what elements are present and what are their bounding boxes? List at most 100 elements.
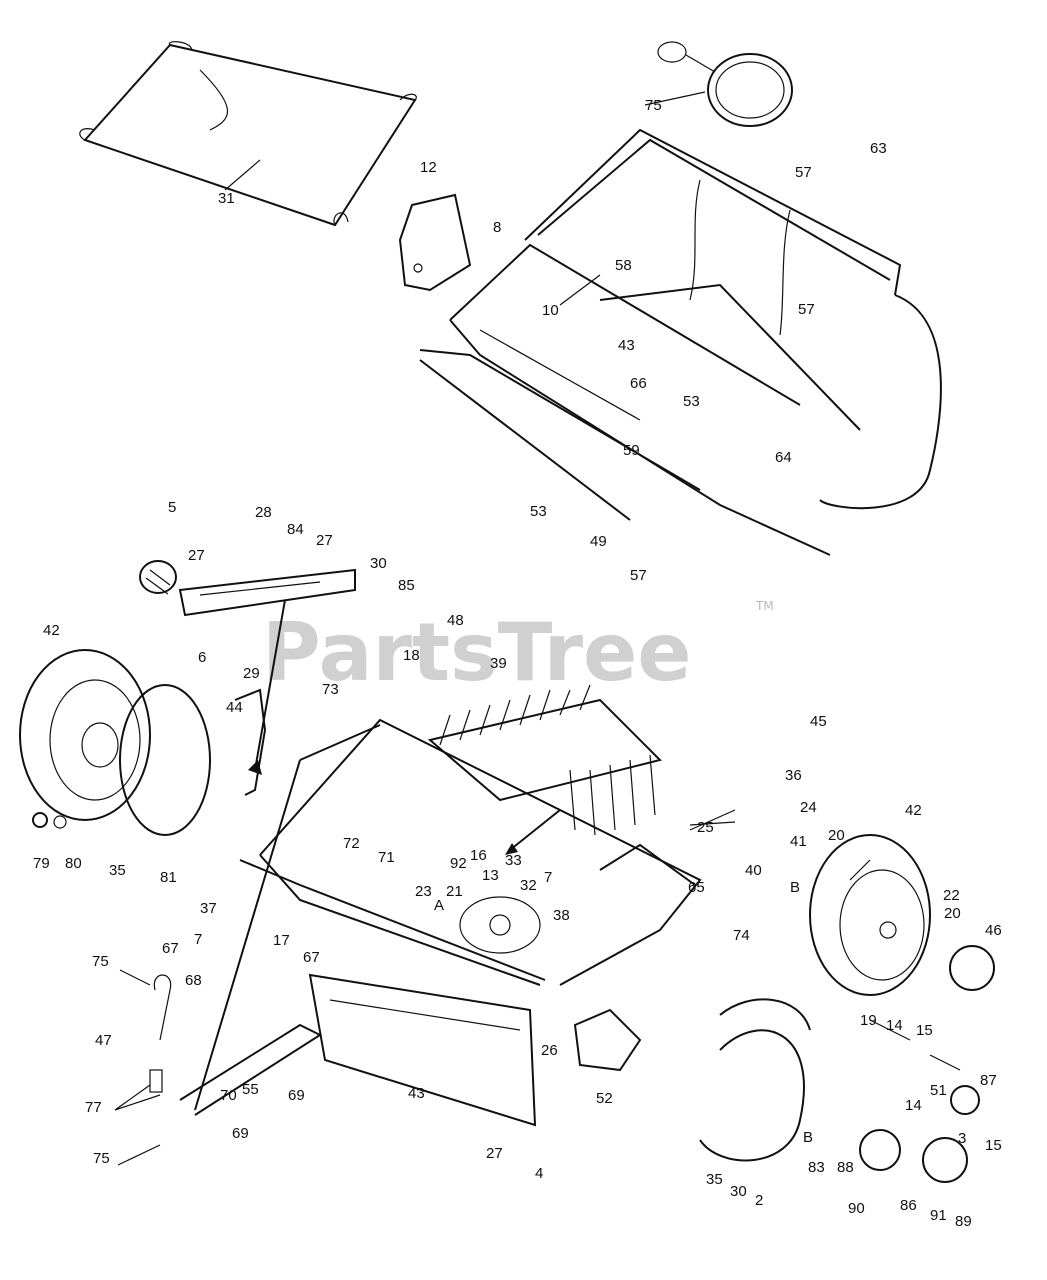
part-label: 83 <box>808 1159 825 1176</box>
part-label: 46 <box>985 922 1002 939</box>
part-label: 75 <box>92 953 109 970</box>
part-label: 43 <box>408 1085 425 1102</box>
part-label: 24 <box>800 799 817 816</box>
part-label: 59 <box>623 442 640 459</box>
part-label: 3 <box>958 1130 966 1147</box>
part-label: 64 <box>775 449 792 466</box>
part-label: 57 <box>795 164 812 181</box>
part-label: 28 <box>255 504 272 521</box>
part-label: 15 <box>985 1137 1002 1154</box>
part-label: 33 <box>505 852 522 869</box>
part-label: 20 <box>944 905 961 922</box>
part-label: 31 <box>218 190 235 207</box>
part-label: 90 <box>848 1200 865 1217</box>
part-label: 91 <box>930 1207 947 1224</box>
part-label: 65 <box>688 879 705 896</box>
part-label: 29 <box>243 665 260 682</box>
part-label: 80 <box>65 855 82 872</box>
watermark-text: PartsTree <box>262 606 692 699</box>
part-label: 5 <box>168 499 176 516</box>
part-label: 10 <box>542 302 559 319</box>
part-label: 42 <box>43 622 60 639</box>
part-label: 22 <box>943 887 960 904</box>
part-label: 27 <box>316 532 333 549</box>
part-label: 40 <box>745 862 762 879</box>
part-label: 35 <box>109 862 126 879</box>
part-label: 48 <box>447 612 464 629</box>
part-label: 73 <box>322 681 339 698</box>
part-label: 41 <box>790 833 807 850</box>
part-label: 18 <box>403 647 420 664</box>
part-label: 44 <box>226 699 243 716</box>
part-label: 49 <box>590 533 607 550</box>
part-label: 71 <box>378 849 395 866</box>
sweeper-housing <box>239 718 702 1127</box>
part-label: 35 <box>706 1171 723 1188</box>
part-label: 14 <box>905 1097 922 1114</box>
part-label: 42 <box>905 802 922 819</box>
bag-cover-part <box>79 41 417 227</box>
part-label: 86 <box>900 1197 917 1214</box>
part-label: 30 <box>730 1183 747 1200</box>
part-label: 67 <box>303 949 320 966</box>
part-label: 45 <box>810 713 827 730</box>
part-label: 52 <box>596 1090 613 1107</box>
brush-assembly <box>427 684 662 855</box>
part-label: 57 <box>630 567 647 584</box>
part-label: 4 <box>535 1165 543 1182</box>
part-label: 69 <box>288 1087 305 1104</box>
part-label: 68 <box>185 972 202 989</box>
gear-housing <box>573 998 980 1183</box>
part-label: 20 <box>828 827 845 844</box>
part-label: 21 <box>446 883 463 900</box>
part-label: 27 <box>486 1145 503 1162</box>
part-label: 36 <box>785 767 802 784</box>
part-label: 57 <box>798 301 815 318</box>
part-label: 87 <box>980 1072 997 1089</box>
part-label: 30 <box>370 555 387 572</box>
part-label: 27 <box>188 547 205 564</box>
part-label: 81 <box>160 869 177 886</box>
part-label: 23 <box>415 883 432 900</box>
part-label: 37 <box>200 900 217 917</box>
part-label: 7 <box>544 869 552 886</box>
part-label: 66 <box>630 375 647 392</box>
part-label: 8 <box>493 219 501 236</box>
handle-linkage <box>149 688 323 1116</box>
part-label: 72 <box>343 835 360 852</box>
bracket-part-12 <box>398 193 472 292</box>
part-label: 6 <box>198 649 206 666</box>
part-label: B <box>790 879 800 896</box>
part-label: 69 <box>232 1125 249 1142</box>
part-label: A <box>434 897 444 914</box>
part-label: 14 <box>886 1017 903 1034</box>
part-label: 88 <box>837 1159 854 1176</box>
right-wheel-part <box>809 834 995 996</box>
part-label: 53 <box>683 393 700 410</box>
cord-coil-part <box>657 41 793 127</box>
part-label: 75 <box>645 97 662 114</box>
part-label: 75 <box>93 1150 110 1167</box>
part-label: 15 <box>916 1022 933 1039</box>
part-label: 55 <box>242 1081 259 1098</box>
part-label: 51 <box>930 1082 947 1099</box>
part-label: 2 <box>755 1192 763 1209</box>
part-label: 12 <box>420 159 437 176</box>
part-label: B <box>803 1129 813 1146</box>
hopper-basket <box>419 128 942 556</box>
part-label: 85 <box>398 577 415 594</box>
part-label: 79 <box>33 855 50 872</box>
part-label: 47 <box>95 1032 112 1049</box>
part-label: 32 <box>520 877 537 894</box>
part-label: 84 <box>287 521 304 538</box>
part-label: 58 <box>615 257 632 274</box>
part-label: 74 <box>733 927 750 944</box>
part-labels: 31 12 8 75 57 58 10 43 66 57 53 59 53 49… <box>33 97 1002 1230</box>
part-label: 43 <box>618 337 635 354</box>
part-label: 53 <box>530 503 547 520</box>
part-label: 92 <box>450 855 467 872</box>
part-label: 19 <box>860 1012 877 1029</box>
part-label: 67 <box>162 940 179 957</box>
